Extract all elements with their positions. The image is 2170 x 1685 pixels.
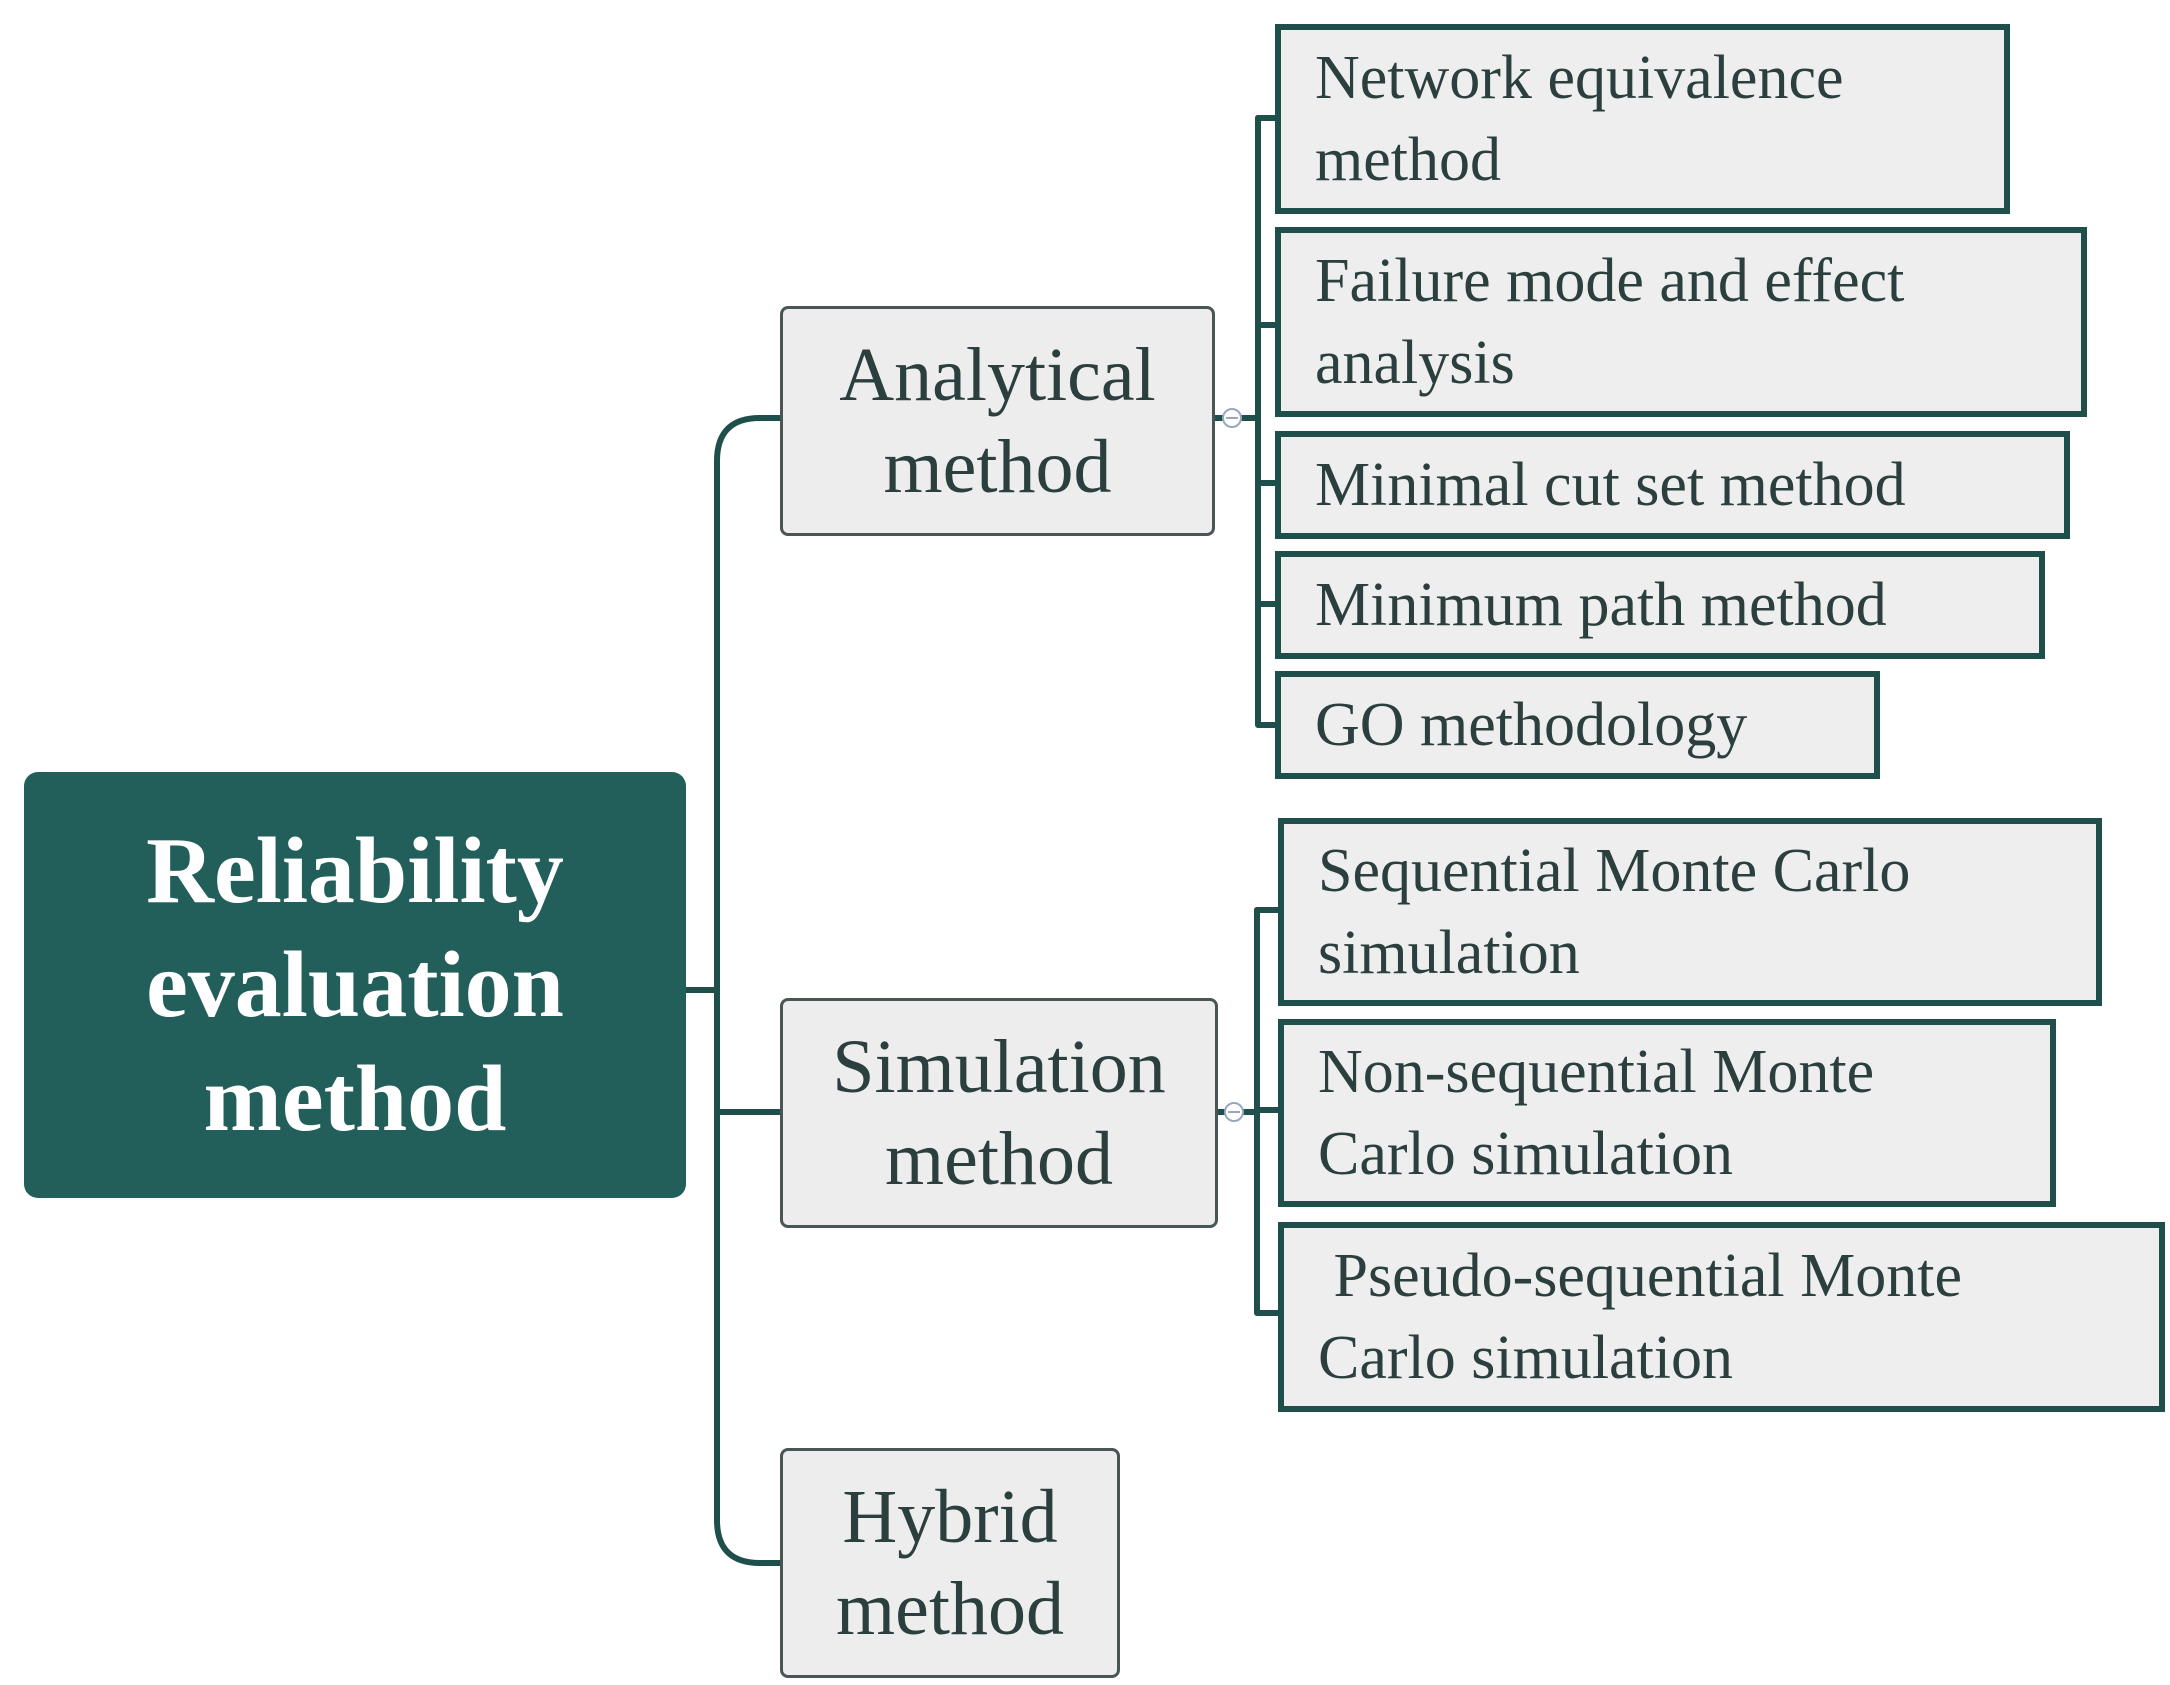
- collapse-marker-analytical: [1222, 408, 1242, 428]
- leaf-go-methodology: GO methodology: [1275, 671, 1880, 779]
- leaf-label: Failure mode and effect analysis: [1315, 247, 1905, 397]
- leaf-label: Network equivalence method: [1315, 44, 1844, 194]
- branch-label-hybrid: Hybrid method: [836, 1475, 1064, 1651]
- branch-label-simulation: Simulation method: [832, 1025, 1166, 1201]
- connector-analytical-trunk: [1255, 115, 1278, 728]
- leaf-pseudo-sequential-monte-carlo-simulation: Pseudo-sequential Monte Carlo simulation: [1278, 1222, 2165, 1412]
- leaf-network-equivalence-method: Network equivalence method: [1275, 24, 2010, 214]
- root-node-reliability-evaluation-method: Reliability evaluation method: [24, 772, 686, 1198]
- leaf-non-sequential-monte-carlo-simulation: Non-sequential Monte Carlo simulation: [1278, 1019, 2056, 1207]
- leaf-label: Minimal cut set method: [1315, 451, 1906, 519]
- branch-node-analytical-method: Analytical method: [780, 306, 1215, 536]
- collapse-marker-simulation: [1224, 1102, 1244, 1122]
- leaf-minimal-cut-set-method: Minimal cut set method: [1275, 431, 2070, 539]
- branch-label-analytical: Analytical method: [839, 333, 1156, 509]
- leaf-label: Sequential Monte Carlo simulation: [1318, 837, 1911, 987]
- leaf-failure-mode-and-effect-analysis: Failure mode and effect analysis: [1275, 227, 2087, 417]
- root-label: Reliability evaluation method: [146, 819, 564, 1151]
- leaf-minimum-path-method: Minimum path method: [1275, 551, 2045, 659]
- leaf-label: Pseudo-sequential Monte Carlo simulation: [1318, 1242, 1963, 1392]
- leaf-label: Non-sequential Monte Carlo simulation: [1318, 1038, 1875, 1188]
- branch-node-hybrid-method: Hybrid method: [780, 1448, 1120, 1678]
- leaf-label: GO methodology: [1315, 691, 1748, 759]
- branch-node-simulation-method: Simulation method: [780, 998, 1218, 1228]
- leaf-sequential-monte-carlo-simulation: Sequential Monte Carlo simulation: [1278, 818, 2102, 1006]
- connector-root-trunk: [714, 415, 763, 1566]
- leaf-label: Minimum path method: [1315, 571, 1887, 639]
